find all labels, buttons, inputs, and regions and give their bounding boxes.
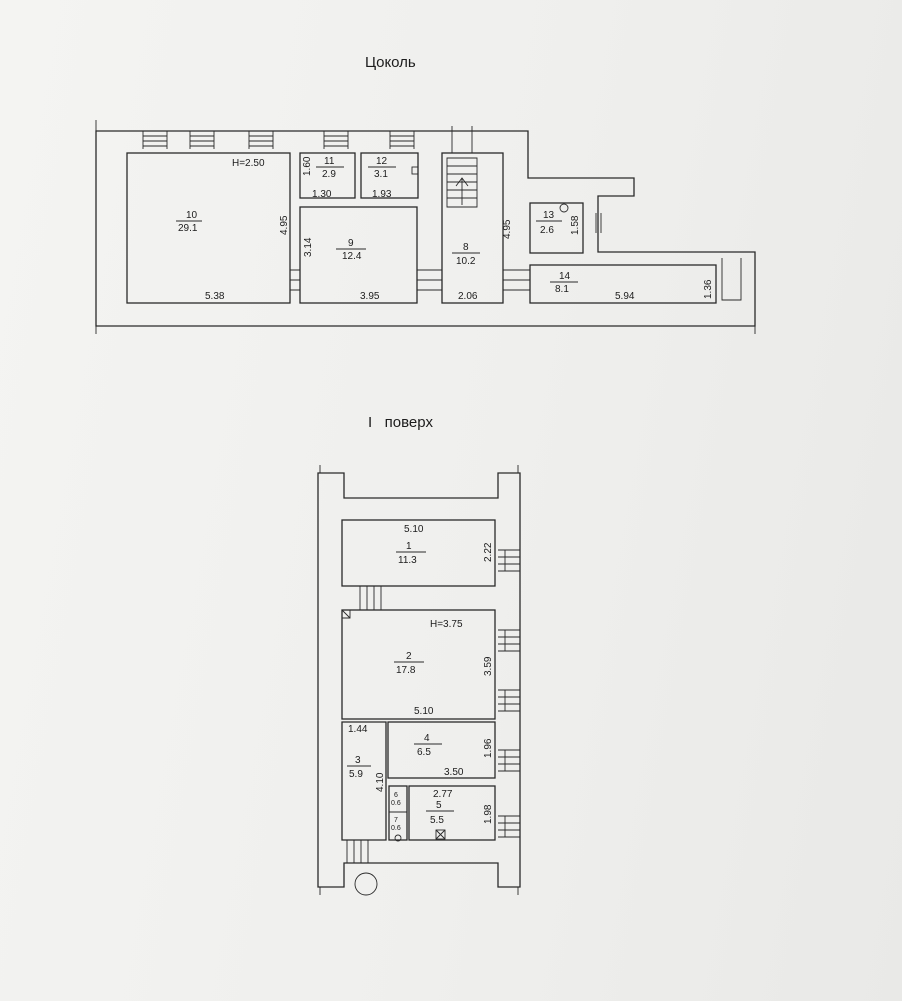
svg-text:4: 4 [424, 733, 430, 744]
svg-text:5.38: 5.38 [205, 291, 225, 302]
svg-text:8.1: 8.1 [555, 284, 569, 295]
svg-text:1: 1 [406, 541, 412, 552]
svg-text:8: 8 [463, 242, 469, 253]
svg-text:7: 7 [394, 817, 398, 824]
svg-text:1.44: 1.44 [348, 724, 368, 735]
first-floor-dimensions: 5.10 2.22 3.59 5.10 1.44 1.96 3.50 4.10 … [348, 524, 494, 824]
room-10-label: 10 29.1 [176, 210, 202, 234]
svg-text:3.50: 3.50 [444, 767, 464, 778]
room-8-label: 8 10.2 [452, 242, 480, 267]
svg-text:3.1: 3.1 [374, 169, 388, 180]
room-4-label: 4 6.5 [414, 733, 442, 758]
svg-text:2.6: 2.6 [540, 225, 554, 236]
room-7-label: 7 0.6 [391, 817, 401, 832]
first-floor-title: I поверх [368, 414, 433, 431]
svg-text:2: 2 [406, 651, 412, 662]
basement-dimensions: 5.38 4.95 1.60 1.30 1.93 3.14 3.95 2.06 … [205, 156, 714, 302]
room-1-label: 1 11.3 [396, 541, 426, 566]
svg-text:9: 9 [348, 238, 354, 249]
svg-text:5: 5 [436, 800, 442, 811]
svg-text:2.06: 2.06 [458, 291, 478, 302]
svg-text:4.95: 4.95 [279, 215, 290, 235]
svg-text:3.14: 3.14 [303, 237, 314, 257]
svg-text:1.30: 1.30 [312, 189, 332, 200]
svg-text:1.58: 1.58 [570, 215, 581, 235]
basement-title: Цоколь [365, 54, 416, 71]
svg-text:13: 13 [543, 210, 555, 221]
room-11-label: 11 2.9 [316, 156, 344, 180]
svg-text:2.22: 2.22 [483, 542, 494, 562]
first-floor-height-label: H=3.75 [430, 619, 463, 630]
room-12-label: 12 3.1 [368, 156, 396, 180]
svg-text:11: 11 [324, 156, 335, 167]
room-9-label: 9 12.4 [336, 238, 366, 262]
svg-text:1.60: 1.60 [302, 156, 313, 176]
svg-text:12: 12 [376, 156, 388, 167]
svg-text:0.6: 0.6 [391, 825, 401, 832]
svg-text:1.98: 1.98 [483, 804, 494, 824]
room-2-label: 2 17.8 [394, 651, 424, 676]
svg-text:12.4: 12.4 [342, 251, 362, 262]
svg-text:2.9: 2.9 [322, 169, 336, 180]
svg-text:1.93: 1.93 [372, 189, 392, 200]
svg-text:6: 6 [394, 792, 398, 799]
first-floor-walls [317, 465, 521, 896]
svg-text:5.9: 5.9 [349, 769, 363, 780]
svg-text:1.96: 1.96 [483, 738, 494, 758]
svg-text:2.77: 2.77 [433, 789, 453, 800]
svg-text:3: 3 [355, 755, 361, 766]
svg-text:0.6: 0.6 [391, 800, 401, 807]
room-13-label: 13 2.6 [536, 210, 562, 236]
svg-text:29.1: 29.1 [178, 223, 198, 234]
svg-text:5.5: 5.5 [430, 815, 444, 826]
svg-text:10.2: 10.2 [456, 256, 476, 267]
svg-text:4.95: 4.95 [502, 219, 513, 239]
svg-text:4.10: 4.10 [375, 772, 386, 792]
svg-text:14: 14 [559, 271, 571, 282]
svg-text:1.36: 1.36 [703, 279, 714, 299]
room-3-label: 3 5.9 [347, 755, 371, 780]
svg-text:5.10: 5.10 [414, 706, 434, 717]
room-14-label: 14 8.1 [550, 271, 578, 295]
basement-height-label: H=2.50 [232, 158, 265, 169]
svg-text:10: 10 [186, 210, 198, 221]
svg-text:5.94: 5.94 [615, 291, 635, 302]
svg-text:17.8: 17.8 [396, 665, 416, 676]
svg-text:5.10: 5.10 [404, 524, 424, 535]
svg-text:6.5: 6.5 [417, 747, 431, 758]
svg-text:3.95: 3.95 [360, 291, 380, 302]
basement-walls [95, 120, 756, 334]
svg-text:11.3: 11.3 [398, 555, 417, 566]
room-6-label: 6 0.6 [391, 792, 401, 807]
room-5-label: 5 5.5 [426, 800, 454, 826]
svg-text:3.59: 3.59 [483, 656, 494, 676]
